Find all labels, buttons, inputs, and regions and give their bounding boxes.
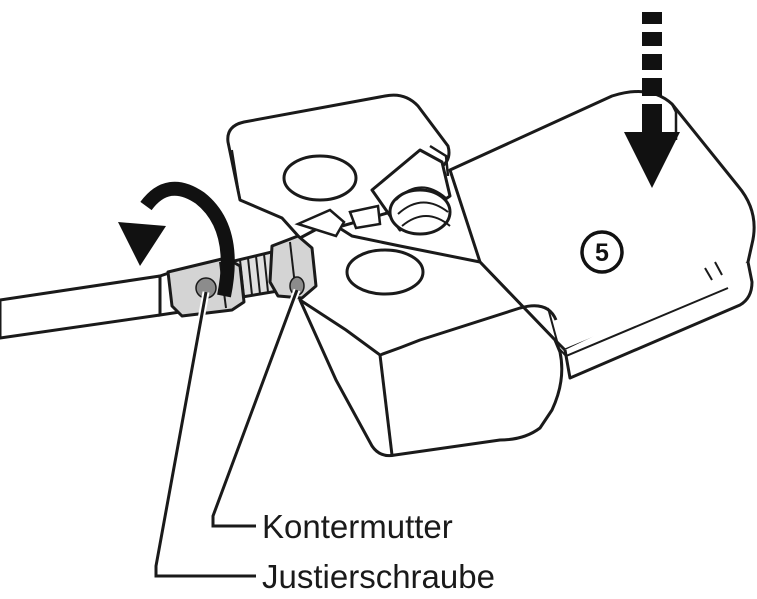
- step-marker: 5: [580, 230, 624, 274]
- cable: [0, 270, 182, 340]
- mounting-hole-upper: [282, 154, 358, 202]
- housing-lower: [294, 204, 564, 458]
- step-number: 5: [595, 239, 609, 267]
- mounting-hole-lower: [345, 248, 425, 296]
- label-kontermutter: Kontermutter: [262, 508, 453, 545]
- press-down-arrow-icon: [624, 12, 680, 188]
- lock-nut: [268, 234, 318, 300]
- actuator-flap: [448, 90, 756, 380]
- label-justierschraube: Justierschraube: [262, 558, 495, 595]
- roller-mechanism: [370, 144, 452, 236]
- leader-lines: [152, 288, 301, 580]
- rotate-arrow-icon: [118, 181, 235, 298]
